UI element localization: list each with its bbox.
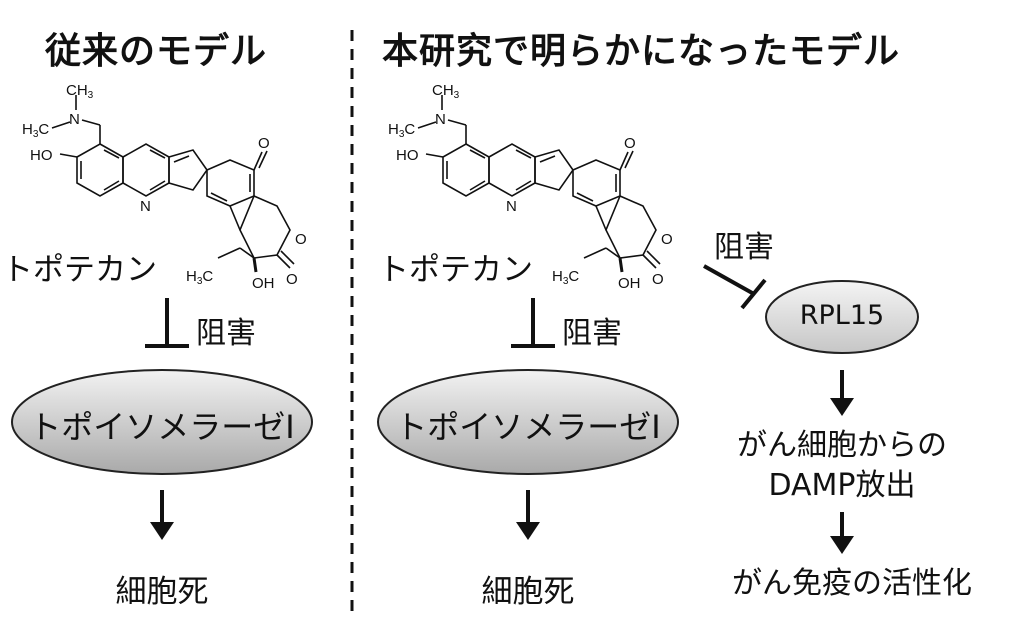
rpl15-ellipse xyxy=(765,280,919,354)
right-target-label: トポイソメラーゼⅠ xyxy=(395,408,661,446)
left-inhibit-label: 阻害 xyxy=(196,316,256,351)
atom-h3c-ethyl: H3C xyxy=(552,268,579,287)
left-outcome-label: 細胞死 xyxy=(115,574,209,610)
right-inhibit-label-rpl: 阻害 xyxy=(714,230,774,265)
left-drug-label: トポテカン xyxy=(2,252,157,288)
right-arrow-to-death xyxy=(516,490,540,540)
atom-n-ring: N xyxy=(140,198,151,215)
atom-o-lactone: O xyxy=(286,271,298,288)
right-inhibit-label-topo: 阻害 xyxy=(562,316,622,351)
right-topoisomerase-ellipse xyxy=(377,369,679,475)
rpl15-label: RPL15 xyxy=(799,300,885,331)
atom-oh: OH xyxy=(252,275,275,292)
right-drug-label: トポテカン xyxy=(378,252,533,288)
arrow-rpl15-to-damp xyxy=(830,370,854,416)
arrow-damp-to-immunity xyxy=(830,512,854,554)
atom-ch3: CH3 xyxy=(432,82,460,101)
left-title: 従来のモデル xyxy=(45,31,268,72)
atom-n: N xyxy=(69,111,80,128)
atom-o-carbonyl: O xyxy=(624,135,636,152)
atom-ho: HO xyxy=(30,147,53,164)
atom-h3c: H3C xyxy=(22,121,49,140)
left-arrow-to-death xyxy=(150,490,174,540)
left-topoisomerase-ellipse xyxy=(11,369,313,475)
topotecan-structure-left: CH3 N H3C HO N O O O H3C OH xyxy=(22,82,307,292)
damp-line1: がん細胞からの xyxy=(737,428,947,463)
atom-ch3: CH3 xyxy=(66,82,94,101)
left-target-label: トポイソメラーゼⅠ xyxy=(29,408,295,446)
atom-n: N xyxy=(435,111,446,128)
atom-o-lactone: O xyxy=(652,271,664,288)
right-title: 本研究で明らかになったモデル xyxy=(382,31,901,72)
rpl15-inhibition-symbol xyxy=(703,264,767,310)
atom-o-ring: O xyxy=(295,231,307,248)
atom-o-ring: O xyxy=(661,231,673,248)
atom-n-ring: N xyxy=(506,198,517,215)
atom-ho: HO xyxy=(396,147,419,164)
atom-h3c: H3C xyxy=(388,121,415,140)
right-inhibition-symbol xyxy=(511,298,555,348)
topotecan-structure-right: CH3 N H3C HO N O O O H3C OH xyxy=(388,82,673,292)
immunity-label: がん免疫の活性化 xyxy=(732,566,972,601)
damp-line2: DAMP放出 xyxy=(768,468,916,503)
right-outcome-label: 細胞死 xyxy=(481,574,575,610)
left-inhibition-symbol xyxy=(145,298,189,348)
atom-oh: OH xyxy=(618,275,641,292)
atom-h3c-ethyl: H3C xyxy=(186,268,213,287)
atom-o-carbonyl: O xyxy=(258,135,270,152)
